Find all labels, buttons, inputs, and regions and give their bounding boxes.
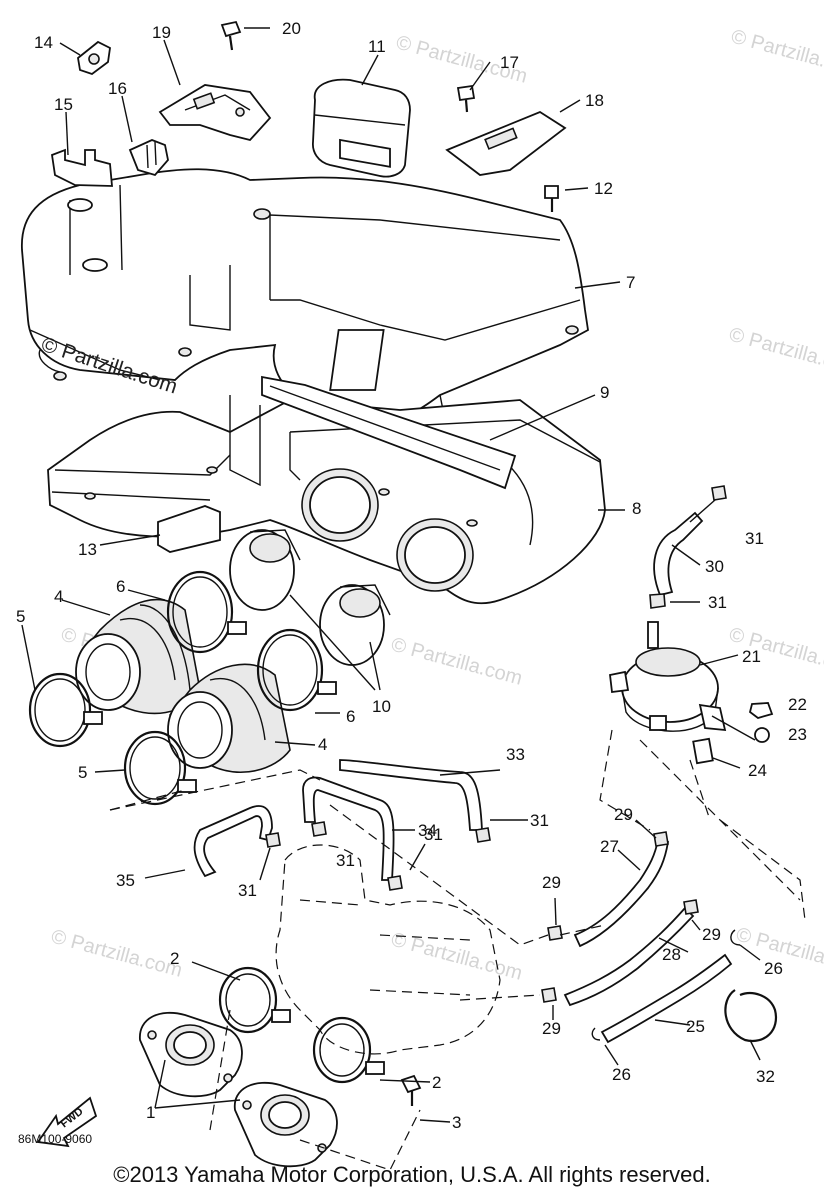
clip-26 [591, 929, 741, 1041]
callout-31: 31 [424, 825, 443, 844]
leader-lines [21, 27, 806, 1171]
callout-23: 23 [788, 725, 807, 744]
intake-joint-1-lower [234, 1081, 338, 1168]
joint-4-upper [75, 598, 201, 715]
callout-34: 34 [418, 821, 437, 840]
callout-29: 29 [702, 925, 721, 944]
callout-22: 22 [788, 695, 807, 714]
callout-31: 31 [708, 593, 727, 612]
watermark: © Partzilla.com [389, 634, 525, 690]
seal-13 [157, 505, 221, 553]
callout-33: 33 [506, 745, 525, 764]
watermark: © Partzilla.com [389, 929, 525, 985]
callout-21: 21 [742, 647, 761, 666]
screw-12 [544, 185, 559, 212]
callout-28: 28 [662, 945, 681, 964]
callout-31: 31 [238, 881, 257, 900]
callout-12: 12 [594, 179, 613, 198]
callout-27: 27 [600, 837, 619, 856]
hose-27 [573, 838, 670, 948]
callout-15: 15 [54, 95, 73, 114]
carburetor-phantom [275, 844, 501, 1055]
washer-23 [754, 727, 770, 743]
bracket-15 [51, 148, 113, 187]
callout-4: 4 [318, 735, 327, 754]
funnel-10-lower [319, 584, 391, 666]
callout-29: 29 [542, 873, 561, 892]
clamp-5-lower [123, 730, 197, 806]
clamp-2-lower [312, 1016, 385, 1084]
fwd-arrow-icon: FWD [36, 1096, 98, 1148]
plate-18 [445, 110, 567, 176]
callout-31: 31 [745, 529, 764, 548]
bracket-19 [158, 84, 272, 142]
callout-31: 31 [530, 811, 549, 830]
callout-25: 25 [686, 1017, 705, 1036]
hose-35 [193, 805, 273, 878]
clamp-5-upper [28, 672, 103, 748]
callout-5: 5 [78, 763, 87, 782]
fuel-pump-21 [609, 621, 727, 732]
callout-24: 24 [748, 761, 767, 780]
clamp-6-upper [166, 570, 247, 654]
damper-24 [692, 737, 714, 765]
callout-35: 35 [116, 871, 135, 890]
watermark: © Partzilla.com [729, 26, 824, 82]
callout-9: 9 [600, 383, 609, 402]
intake-joint-1-upper [139, 1011, 243, 1098]
callout-17: 17 [500, 53, 519, 72]
screw-3 [400, 1074, 422, 1106]
diagram-code: 86M100-9060 [18, 1132, 92, 1146]
filter-element-9 [261, 375, 517, 490]
copyright-notice: ©2013 Yamaha Motor Corporation, U.S.A. A… [113, 1162, 711, 1187]
callout-labels: 14 19 20 11 17 18 15 16 12 7 9 8 13 31 3… [16, 19, 807, 1132]
band-32 [724, 989, 778, 1043]
callout-10: 10 [372, 697, 391, 716]
watermark: © Partzilla.com [727, 324, 824, 380]
cover-11 [312, 78, 411, 178]
funnel-10-upper [229, 529, 301, 611]
air-box-cover-7 [21, 168, 589, 421]
hose-28 [563, 906, 695, 1007]
clip-31 [265, 485, 727, 891]
joint-4-lower [167, 663, 291, 773]
callout-5: 5 [16, 607, 25, 626]
callout-7: 7 [626, 273, 635, 292]
watermark: © Partzilla.com [49, 926, 185, 982]
clamp-14 [77, 40, 111, 76]
nut-22 [748, 702, 774, 719]
callout-13: 13 [78, 540, 97, 559]
callout-4: 4 [54, 587, 63, 606]
hose-30 [653, 511, 704, 597]
screw-17 [456, 84, 476, 113]
callout-8: 8 [632, 499, 641, 518]
callout-29: 29 [614, 805, 633, 824]
clamp-6-lower [256, 628, 337, 712]
callout-26: 26 [612, 1065, 631, 1084]
hose-25 [600, 953, 733, 1044]
callout-3: 3 [452, 1113, 461, 1132]
callout-2: 2 [170, 949, 179, 968]
callout-29: 29 [542, 1019, 561, 1038]
callout-6: 6 [116, 577, 125, 596]
callout-2: 2 [432, 1073, 441, 1092]
screw-20 [220, 20, 242, 51]
callout-30: 30 [705, 557, 724, 576]
callout-31: 31 [336, 851, 355, 870]
callout-18: 18 [585, 91, 604, 110]
clip-16 [128, 139, 169, 177]
callout-11: 11 [368, 37, 386, 56]
callout-6: 6 [346, 707, 355, 726]
callout-32: 32 [756, 1067, 775, 1086]
callout-19: 19 [152, 23, 171, 42]
callout-1: 1 [146, 1103, 155, 1122]
callout-16: 16 [108, 79, 127, 98]
clamp-2-upper [218, 966, 291, 1034]
clip-29 [541, 831, 699, 1003]
callout-20: 20 [282, 19, 301, 38]
callout-26: 26 [764, 959, 783, 978]
callout-14: 14 [34, 33, 53, 52]
